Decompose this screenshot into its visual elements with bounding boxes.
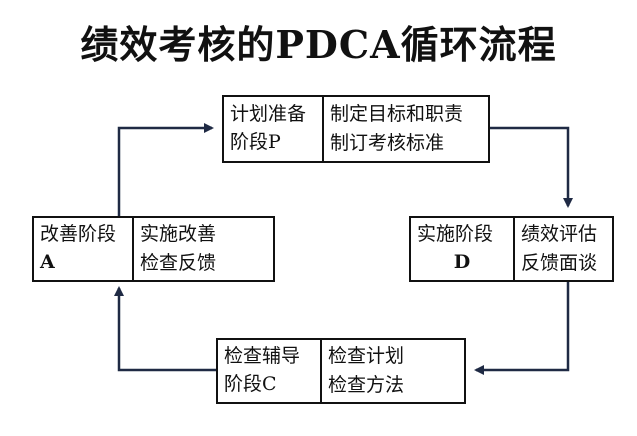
stage-label-do: 实施阶段 D bbox=[411, 218, 515, 280]
stage-items-do: 绩效评估 反馈面谈 bbox=[515, 218, 612, 280]
arrow-plan-to-do bbox=[490, 126, 573, 208]
stage-label-act: 改善阶段 A bbox=[34, 218, 134, 280]
stage-item: 反馈面谈 bbox=[521, 252, 598, 274]
stage-item: 检查反馈 bbox=[140, 252, 217, 274]
stage-item: 制定目标和职责 bbox=[330, 102, 464, 125]
arrow-check-to-act bbox=[114, 286, 216, 372]
stage-box-check: 检查辅导 阶段C 检查计划 检查方法 bbox=[216, 338, 466, 404]
stage-item: 检查方法 bbox=[328, 374, 405, 396]
stage-box-plan: 计划准备 阶段P 制定目标和职责 制订考核标准 bbox=[222, 95, 490, 163]
stage-label-check: 检查辅导 阶段C bbox=[218, 340, 322, 402]
stage-items-plan: 制定目标和职责 制订考核标准 bbox=[324, 97, 488, 161]
stage-label-line1: 改善阶段 bbox=[40, 223, 117, 246]
arrow-do-to-check bbox=[474, 280, 570, 375]
arrow-act-to-plan bbox=[117, 123, 214, 216]
stage-label-plan: 计划准备 阶段P bbox=[224, 97, 324, 161]
stage-label-line2: 阶段C bbox=[224, 373, 277, 395]
stage-item: 制订考核标准 bbox=[330, 132, 445, 154]
stage-box-act: 改善阶段 A 实施改善 检查反馈 bbox=[32, 216, 275, 282]
stage-item: 实施改善 bbox=[140, 222, 217, 245]
stage-label-line1: 实施阶段 bbox=[417, 223, 494, 246]
stage-label-line1: 计划准备 bbox=[230, 103, 307, 126]
stage-box-do: 实施阶段 D 绩效评估 反馈面谈 bbox=[409, 216, 614, 282]
stage-label-line2: 阶段P bbox=[230, 131, 281, 153]
stage-label-line2: A bbox=[40, 251, 55, 273]
stage-items-act: 实施改善 检查反馈 bbox=[134, 218, 273, 280]
stage-label-line2: D bbox=[453, 251, 471, 273]
stage-label-line1: 检查辅导 bbox=[224, 345, 301, 368]
stage-item: 绩效评估 bbox=[521, 222, 598, 245]
diagram-title: 绩效考核的PDCA循环流程 bbox=[80, 22, 557, 67]
stage-item: 检查计划 bbox=[328, 344, 405, 367]
stage-items-check: 检查计划 检查方法 bbox=[322, 340, 464, 402]
